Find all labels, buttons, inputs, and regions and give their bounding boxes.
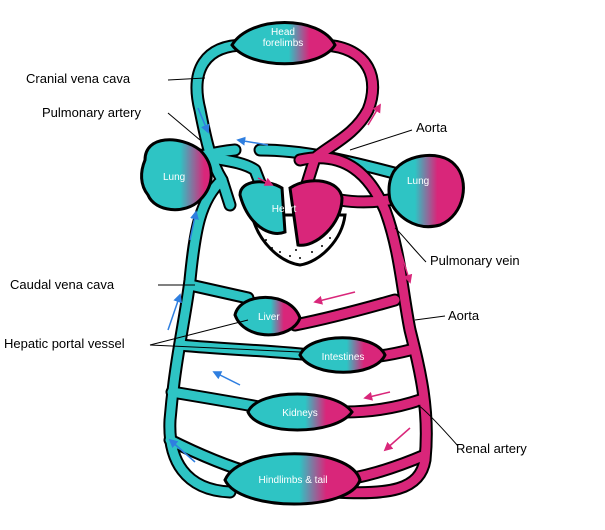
- arrow-deox-3: [189, 210, 199, 241]
- organ-hindlimbs: Hindlimbs & tail: [223, 452, 362, 506]
- organ-intestines: Intestines: [298, 336, 387, 374]
- callout-cranial-vena-cava: Cranial vena cava: [26, 71, 131, 86]
- organ-label-head-line: Head: [271, 27, 295, 38]
- organ-lung-right: Lung: [387, 153, 465, 228]
- organ-label-heart: Heart: [272, 204, 297, 215]
- organ-label-lung-left: Lung: [163, 172, 185, 183]
- callout-caudal-vena-cava: Caudal vena cava: [10, 277, 115, 292]
- organ-label-lung-right: Lung: [407, 176, 429, 187]
- flow-arrows: [167, 103, 413, 463]
- callout-leaders: [149, 77, 459, 447]
- organ-kidneys: Kidneys: [246, 392, 354, 432]
- arrow-ox-3: [399, 249, 413, 284]
- organ-label-head-line: forelimbs: [263, 38, 304, 49]
- arrow-ox-1: [367, 103, 381, 126]
- arrow-deox-6: [168, 438, 196, 463]
- organ-liver: Liver: [233, 295, 302, 337]
- organ-heart: Heart: [238, 179, 347, 267]
- callout-hepatic-portal-vessel: Hepatic portal vessel: [4, 336, 125, 351]
- arrow-deox-1: [197, 107, 210, 134]
- callout-aorta-top: Aorta: [416, 120, 448, 135]
- heart-stipple: [265, 237, 331, 259]
- organ-label-hindlimbs: Hindlimbs & tail: [259, 475, 328, 486]
- arrow-deox-5: [212, 371, 241, 386]
- arrow-deox-2: [236, 136, 269, 146]
- organ-label-liver: Liver: [258, 312, 280, 323]
- callout-aorta-lower: Aorta: [448, 308, 480, 323]
- arrow-ox-4: [313, 291, 356, 305]
- organ-label-intestines: Intestines: [322, 352, 365, 363]
- arrow-ox-2: [257, 177, 274, 186]
- organ-label-kidneys: Kidneys: [282, 408, 318, 419]
- arrow-ox-5: [363, 391, 391, 401]
- callout-pulmonary-artery: Pulmonary artery: [42, 105, 141, 120]
- callout-pulmonary-vein: Pulmonary vein: [430, 253, 520, 268]
- arrow-deox-4: [167, 293, 182, 331]
- organ-lung-left: Lung: [140, 138, 213, 212]
- arrow-ox-6: [383, 427, 411, 452]
- callout-renal-artery: Renal artery: [456, 441, 527, 456]
